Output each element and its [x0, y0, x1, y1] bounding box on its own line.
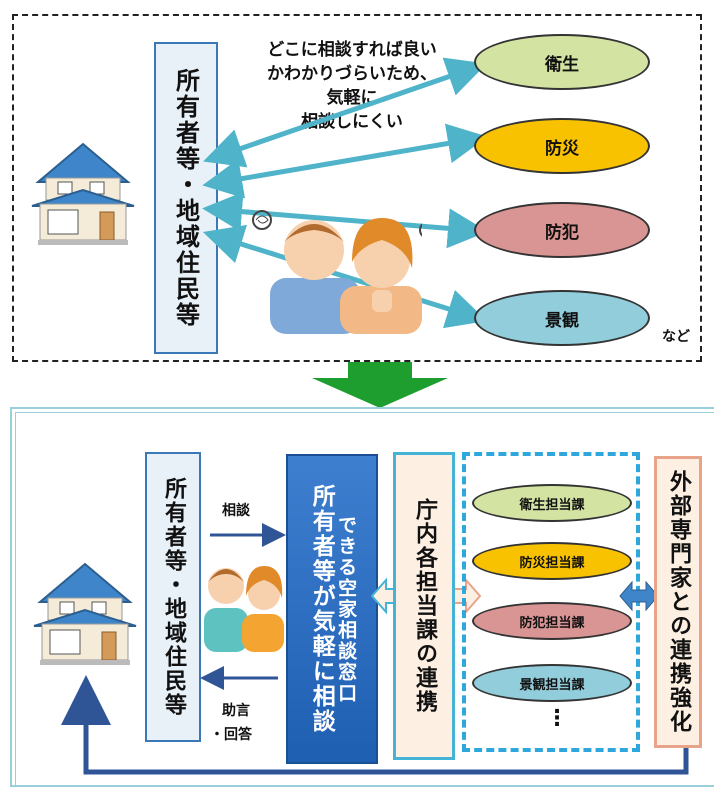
owners-residents-label: 所有者等・地域住民等: [171, 68, 200, 328]
internal-departments-cooperation-box: 庁内各担当課の連携: [393, 452, 455, 760]
current-situation-frame: [12, 14, 702, 362]
advice-label: 助言: [222, 703, 250, 719]
house-icon: [31, 142, 135, 245]
etc-label: など: [662, 329, 690, 345]
happy-couple-icon: [204, 566, 284, 652]
dept-label: 防犯担当課: [519, 615, 585, 631]
arrow-landscape: [202, 224, 488, 329]
more-departments-ellipsis: ⋮: [546, 706, 568, 731]
cooperation-label: 庁内各担当課の連携: [412, 498, 437, 714]
external-experts-box: 外部専門家との連携強化: [654, 456, 702, 748]
dept-hygiene-section: 衛生担当課: [472, 484, 632, 522]
dept-label: 景観担当課: [519, 677, 585, 693]
dept-disaster-section: 防災担当課: [472, 542, 632, 580]
window-line-2: できる空家相談窓口: [335, 514, 358, 704]
confusion-arrows: [202, 57, 488, 329]
dept-disaster: 防災: [474, 118, 650, 174]
house-icon: [33, 562, 137, 665]
feedback-arrow: [61, 675, 689, 775]
dept-landscape-section: 景観担当課: [472, 664, 632, 702]
dept-hygiene: 衛生: [474, 34, 650, 90]
answer-label: ・回答: [210, 727, 252, 743]
dept-landscape-label: 景観: [545, 310, 579, 331]
dept-label: 衛生担当課: [519, 497, 585, 513]
consult-label: 相談: [222, 503, 250, 519]
dept-disaster-label: 防災: [545, 138, 579, 159]
dept-label: 防災担当課: [519, 555, 585, 571]
worried-couple-icon: [252, 210, 422, 334]
dept-crime-label: 防犯: [545, 222, 579, 243]
dept-hygiene-label: 衛生: [545, 54, 579, 75]
dept-landscape: 景観: [474, 290, 650, 346]
transition-arrow: [312, 362, 448, 408]
vacant-house-consultation-window: 所有者等が気軽に相談 できる空家相談窓口: [286, 454, 378, 764]
owners-residents-label: 所有者等・地域住民等: [161, 477, 186, 717]
experts-label: 外部専門家との連携強化: [666, 470, 691, 734]
caption-line: どこに相談すれば良い: [267, 40, 437, 60]
window-line-1: 所有者等が気軽に相談: [308, 484, 335, 734]
dept-crime-section: 防犯担当課: [472, 602, 632, 640]
dept-crime: 防犯: [474, 202, 650, 258]
owners-residents-box: 所有者等・地域住民等: [145, 452, 201, 742]
arrow-disaster: [202, 123, 488, 199]
